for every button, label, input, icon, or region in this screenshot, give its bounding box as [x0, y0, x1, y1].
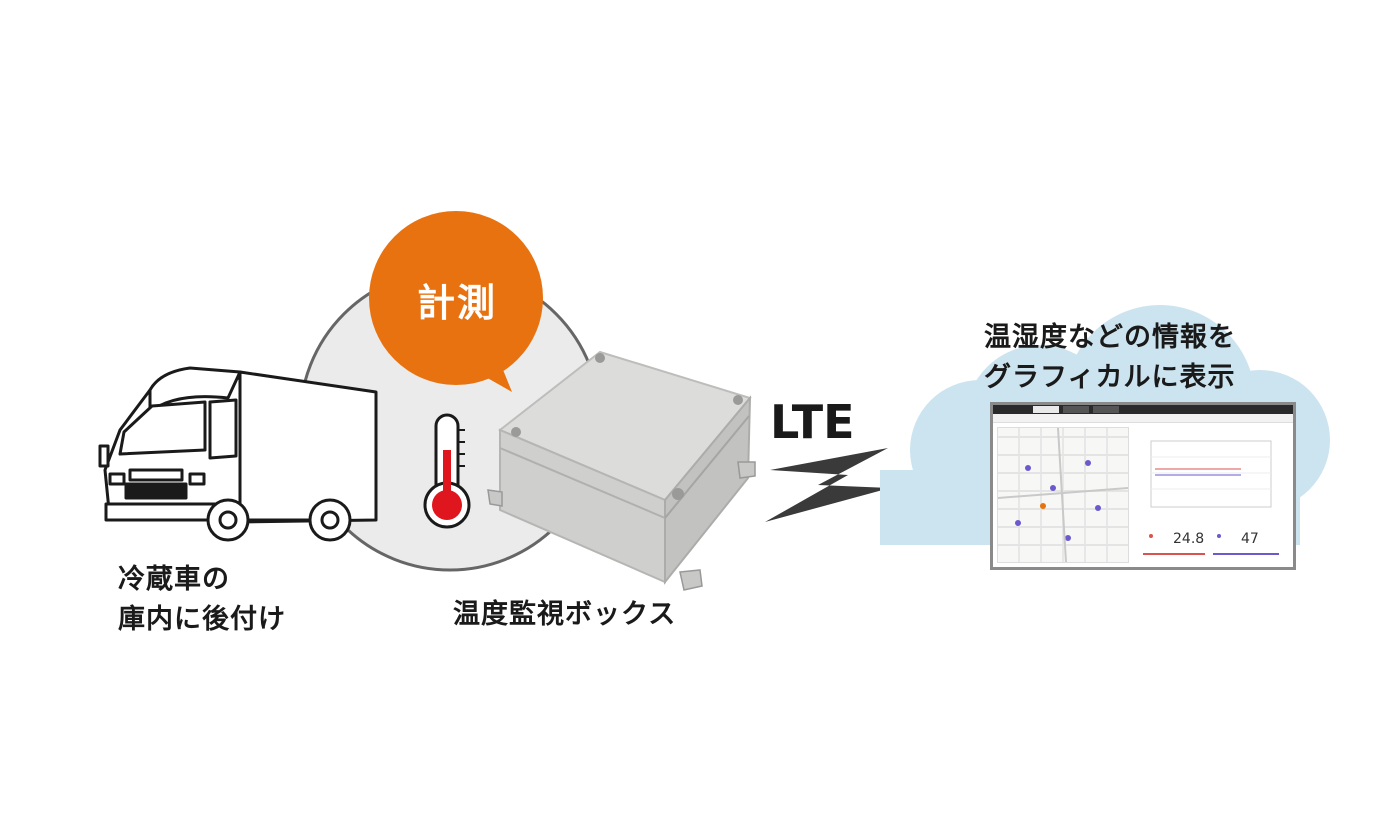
humidity-dot: [1217, 534, 1221, 538]
lightning-bolt-icon: [765, 448, 890, 522]
humidity-reading: 47: [1241, 531, 1259, 547]
measure-bubble: [369, 211, 543, 392]
truck-caption-line1: 冷蔵車の: [118, 564, 230, 595]
box-caption: 温度監視ボックス: [453, 599, 677, 630]
truck-caption: 冷蔵車の 庫内に後付け: [118, 560, 286, 640]
lte-label: LTE: [770, 395, 855, 449]
dashboard-map: [997, 427, 1129, 563]
humidity-underline: [1213, 553, 1279, 555]
dashboard-screenshot: 24.8 47: [990, 402, 1296, 570]
monitoring-box: [487, 350, 756, 591]
dashboard-tab: [1093, 406, 1119, 413]
dashboard-line-chart: [1150, 440, 1272, 508]
display-caption: 温湿度などの情報を グラフィカルに表示: [984, 318, 1236, 398]
temperature-underline: [1143, 553, 1205, 555]
dashboard-subbar: [993, 414, 1293, 423]
dashboard-tab: [1033, 406, 1059, 413]
map-markers: [997, 427, 1129, 563]
truck-caption-line2: 庫内に後付け: [118, 604, 286, 635]
measure-label: 計測: [416, 281, 497, 325]
temperature-reading: 24.8: [1173, 531, 1205, 547]
temperature-dot: [1149, 534, 1153, 538]
display-caption-line2: グラフィカルに表示: [984, 362, 1236, 393]
dashboard-topbar: [993, 405, 1293, 414]
dashboard-tab: [1063, 406, 1089, 413]
refrigerated-truck: [98, 366, 378, 542]
display-caption-line1: 温湿度などの情報を: [984, 322, 1236, 353]
thermometer-icon: [423, 413, 471, 529]
